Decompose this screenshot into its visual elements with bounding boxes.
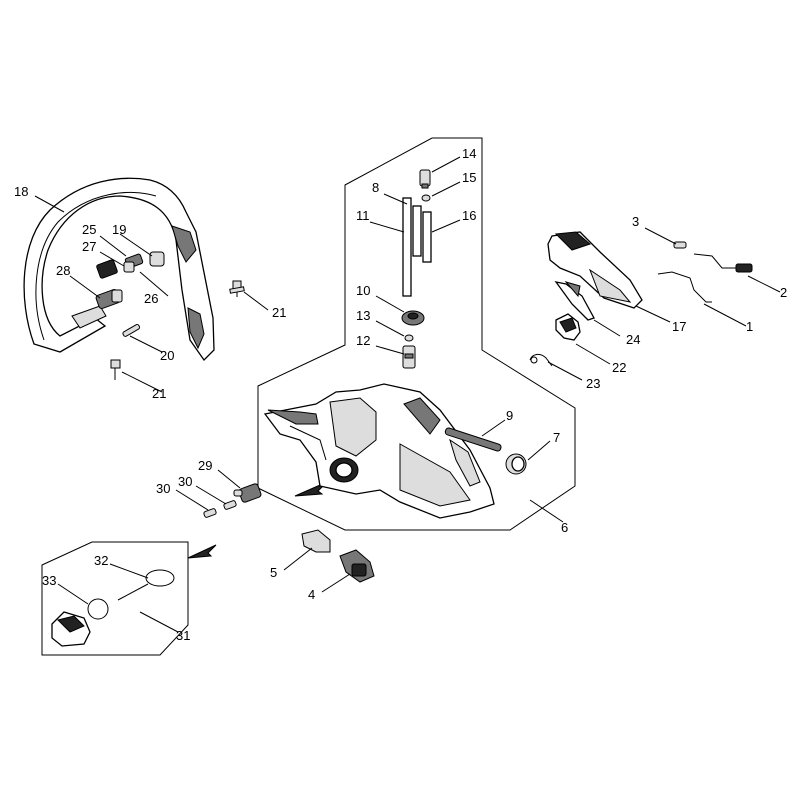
- callout-30a: 30: [156, 481, 170, 496]
- callout-14: 14: [462, 146, 476, 161]
- callout-5: 5: [270, 565, 277, 580]
- callout-4: 4: [308, 587, 315, 602]
- callout-31: 31: [176, 628, 190, 643]
- kit-assembly-boundary: [41, 541, 189, 656]
- callout-17: 17: [672, 319, 686, 334]
- main-housing: [263, 383, 495, 519]
- callout-25: 25: [82, 222, 96, 237]
- callout-6: 6: [561, 520, 568, 535]
- callout-19: 19: [112, 222, 126, 237]
- pin-small-part: [673, 241, 687, 249]
- callout-23: 23: [586, 376, 600, 391]
- callout-28: 28: [56, 263, 70, 278]
- bolt-part: [229, 280, 245, 297]
- callout-33: 33: [42, 573, 56, 588]
- screw-part: [203, 508, 217, 518]
- pin-part: [122, 324, 141, 337]
- strainer-part: [117, 569, 175, 601]
- callout-7: 7: [553, 430, 560, 445]
- callout-11: 11: [356, 208, 370, 223]
- callout-3: 3: [632, 214, 639, 229]
- leader-lines: [34, 156, 781, 633]
- pipe-part: [422, 211, 432, 263]
- fuel-cap-part: [51, 611, 91, 647]
- callout-labels: 1 2 3 4 5 6 7 8 9 10 11 12 13 14 15 16 1…: [14, 146, 787, 643]
- o-ring-part: [421, 194, 431, 202]
- rear-handle-cover: [547, 231, 643, 309]
- callout-13: 13: [356, 308, 370, 323]
- callout-20: 20: [160, 348, 174, 363]
- throttle-lever: [554, 281, 595, 321]
- spring-wire-part: [529, 353, 553, 367]
- front-handle: [23, 177, 215, 362]
- switch-part: [693, 253, 753, 273]
- callout-8: 8: [372, 180, 379, 195]
- throttle-rod: [657, 271, 712, 303]
- callout-32: 32: [94, 553, 108, 568]
- callout-27: 27: [82, 239, 96, 254]
- callout-26: 26: [144, 291, 158, 306]
- callout-12: 12: [356, 333, 370, 348]
- screw-part: [223, 500, 237, 510]
- connector-part: [419, 169, 431, 189]
- bolt-part: [110, 359, 121, 380]
- callout-2: 2: [780, 285, 787, 300]
- cushion-part: [96, 259, 118, 279]
- callout-21b: 21: [152, 386, 166, 401]
- cap-part: [505, 453, 527, 475]
- callout-10: 10: [356, 283, 370, 298]
- rod-part: [444, 427, 502, 452]
- callout-21a: 21: [272, 305, 286, 320]
- pipe-part: [402, 197, 412, 297]
- callout-15: 15: [462, 170, 476, 185]
- valve-part: [402, 345, 416, 369]
- callout-22: 22: [612, 360, 626, 375]
- callout-9: 9: [506, 408, 513, 423]
- collar-small-part: [123, 261, 135, 273]
- callout-30b: 30: [178, 474, 192, 489]
- pointer-arrow: [294, 481, 328, 497]
- o-ring-small-part: [404, 334, 414, 342]
- mount-spring-part: [95, 289, 123, 309]
- plate-part: [301, 529, 331, 553]
- spring-small-part: [233, 483, 262, 503]
- switch-box-part: [339, 549, 375, 583]
- trigger-part: [555, 313, 581, 341]
- pointer-arrow: [187, 544, 217, 559]
- callout-1: 1: [746, 319, 753, 334]
- pipe-part: [412, 205, 422, 257]
- grommet-part: [401, 310, 425, 326]
- callout-29: 29: [198, 458, 212, 473]
- o-ring-large-part: [87, 598, 109, 620]
- collar-part: [149, 251, 165, 267]
- callout-24: 24: [626, 332, 640, 347]
- callout-18: 18: [14, 184, 28, 199]
- callout-16: 16: [462, 208, 476, 223]
